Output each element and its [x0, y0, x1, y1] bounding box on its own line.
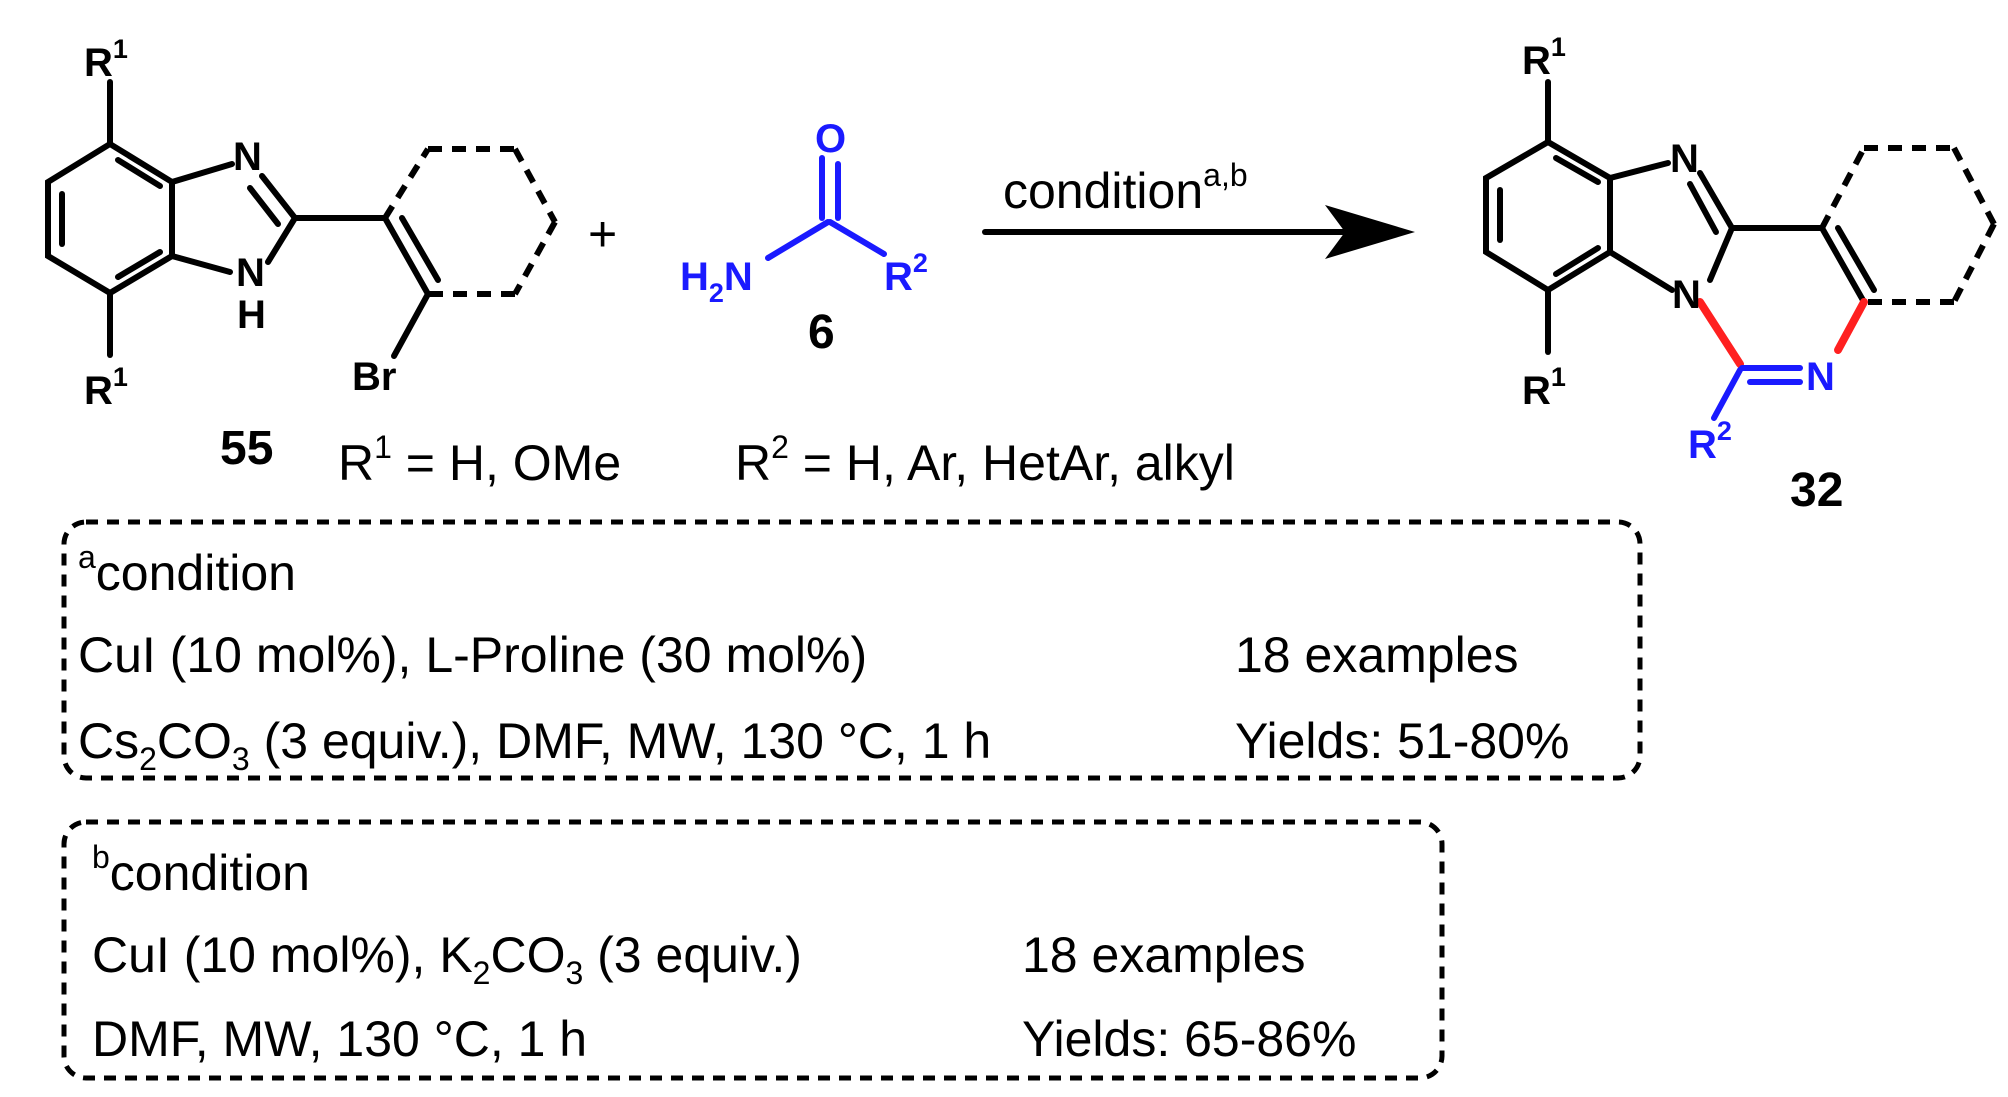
benzene-double-bond	[1553, 155, 1601, 185]
r2-definition: R2 = H, Ar, HetAr, alkyl	[735, 429, 1235, 491]
condition-b-line2: DMF, MW, 130 °C, 1 h	[92, 1011, 587, 1067]
r1-top-label: R1	[1522, 32, 1566, 83]
condition-b-yields: Yields: 65-86%	[1022, 1011, 1356, 1067]
r2-label: R2	[1688, 416, 1732, 467]
arrow-head	[1325, 205, 1415, 259]
alkene-double-bond	[399, 215, 441, 283]
condition-a-border	[61, 519, 1643, 781]
ring-dashed-bond	[382, 147, 431, 220]
nh-h-atom: H	[237, 293, 266, 337]
product-32: R1 R1 N N N R2 32	[1483, 32, 1997, 517]
benzene-double-bond	[115, 157, 163, 189]
condition-a-line1: CuI (10 mol%), L-Proline (30 mol%)	[78, 627, 867, 683]
benzene-double-bond	[115, 249, 163, 280]
imidazole-bond	[259, 173, 298, 221]
imidazole-bond	[169, 161, 235, 185]
ring-dashed-bond	[512, 147, 558, 224]
compound-label-6: 6	[808, 306, 835, 359]
condition-a-examples: 18 examples	[1235, 627, 1519, 683]
imidazole-bond	[265, 215, 298, 265]
compound-label-32: 32	[1790, 464, 1843, 517]
new-bond-red	[1834, 298, 1868, 354]
nh-n-atom: N	[236, 251, 265, 295]
reactant-6: O H2N R2 6	[680, 117, 928, 359]
pyrimidine-double-bond	[1835, 225, 1877, 293]
arrow-condition-label: conditiona,b	[1003, 157, 1248, 219]
imidazole-bond	[1707, 225, 1735, 283]
c-r2-bond	[1711, 367, 1743, 421]
pyrimidine-bond	[1819, 225, 1867, 305]
benzene-ring-55	[45, 140, 175, 297]
r1-top-label: R1	[84, 34, 128, 85]
ring-dashed-bond	[1819, 146, 1867, 230]
condition-b-examples: 18 examples	[1022, 927, 1306, 983]
r1-definition: R1 = H, OMe	[338, 429, 621, 491]
br-atom: Br	[352, 355, 396, 399]
new-bond-red	[1696, 298, 1744, 368]
ring-dashed-bond	[1951, 222, 1997, 304]
imidazole-bond	[1607, 249, 1675, 293]
ring-dashed-bond	[1951, 146, 1997, 226]
c-n-bond	[765, 219, 831, 261]
condition-b-box: bcondition CuI (10 mol%), K2CO3 (3 equiv…	[61, 819, 1445, 1081]
n-atom: N	[233, 135, 262, 179]
r2-label: R2	[884, 248, 928, 299]
o-atom: O	[815, 117, 846, 161]
imidazole-bond	[169, 253, 233, 275]
compound-label-55: 55	[220, 422, 273, 475]
alkene-bond	[382, 215, 431, 297]
imidazole-bond	[1607, 160, 1671, 181]
n-atom-ring: N	[1806, 355, 1835, 399]
n-atom-bridge: N	[1672, 273, 1701, 317]
condition-a-title: acondition	[78, 539, 296, 601]
condition-a-yields: Yields: 51-80%	[1235, 713, 1569, 769]
condition-b-title: bcondition	[92, 839, 310, 901]
imidazole-double-bond	[1687, 181, 1719, 235]
n-atom-top: N	[1670, 137, 1699, 181]
r1-bottom-label: R1	[1522, 362, 1566, 413]
benzene-ring-32	[1483, 138, 1613, 294]
c-r2-bond	[827, 219, 887, 257]
imidazole-double-bond	[247, 185, 281, 227]
condition-b-line1: CuI (10 mol%), K2CO3 (3 equiv.)	[92, 927, 802, 991]
plus-sign: +	[588, 206, 617, 262]
h2n-group: H2N	[680, 255, 753, 308]
condition-a-box: acondition CuI (10 mol%), L-Proline (30 …	[61, 519, 1643, 781]
imidazole-bond	[1697, 170, 1735, 231]
r1-bottom-label: R1	[84, 362, 128, 413]
condition-a-line2: Cs2CO3 (3 equiv.), DMF, MW, 130 °C, 1 h	[78, 713, 991, 777]
ring-dashed-bond	[512, 220, 558, 296]
reaction-arrow: conditiona,b	[982, 157, 1415, 259]
c-br-bond	[391, 291, 431, 359]
reactant-55: R1 R1 N N H Br 55	[45, 34, 558, 475]
condition-b-border	[61, 819, 1445, 1081]
benzene-double-bond	[1553, 245, 1601, 277]
